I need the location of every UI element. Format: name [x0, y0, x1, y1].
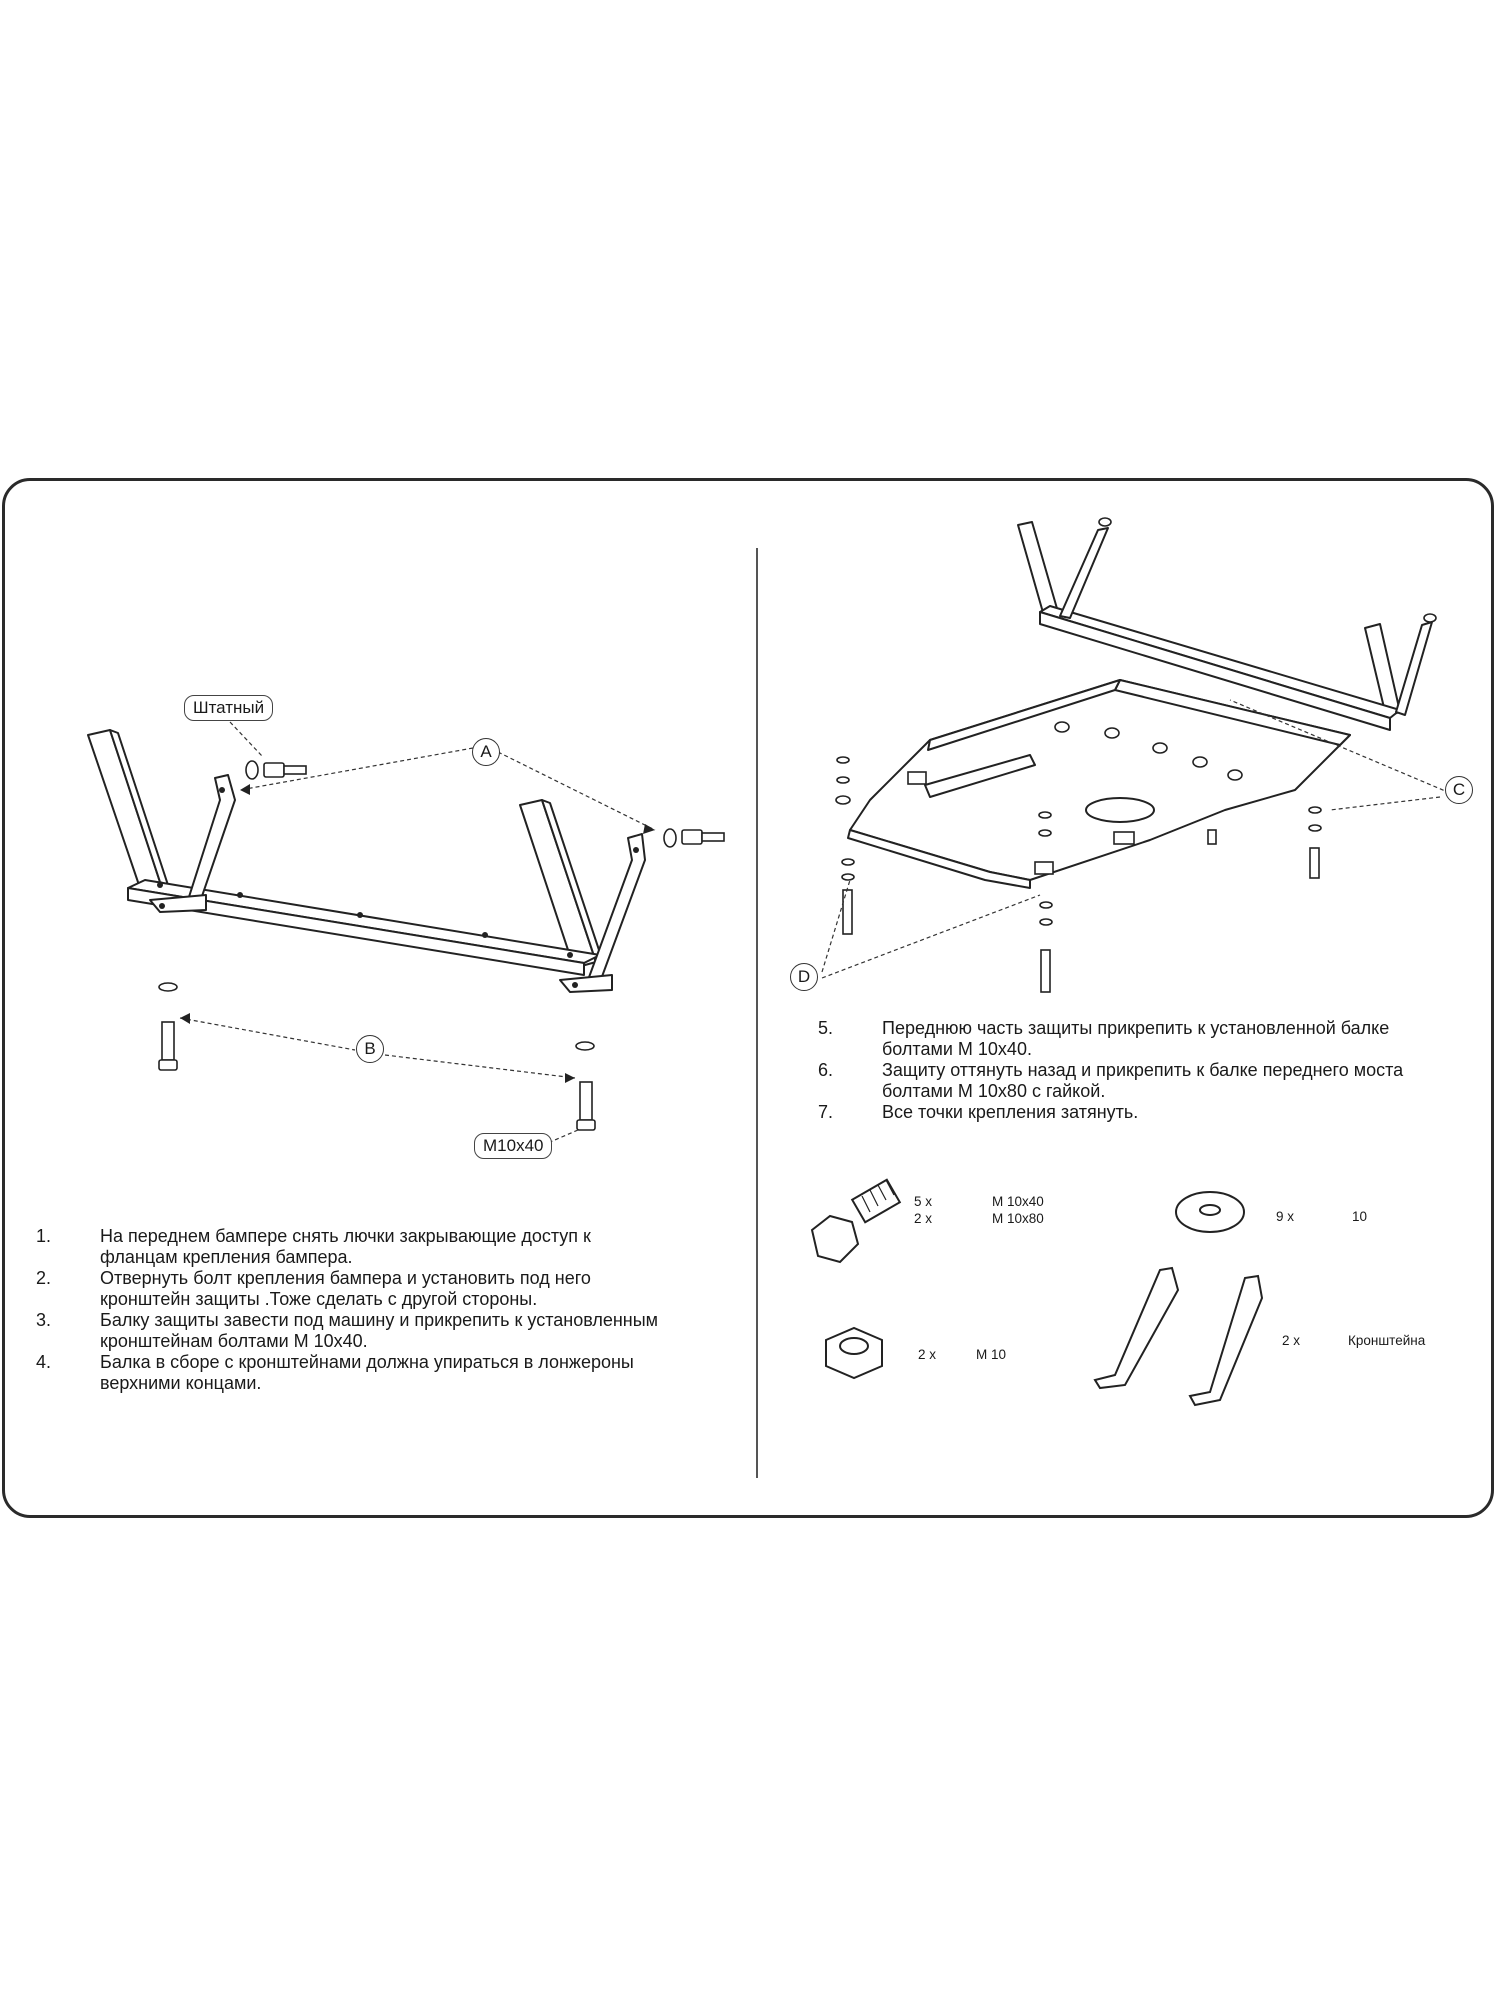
label-a: A [472, 738, 500, 766]
bracket-icon [1093, 1266, 1180, 1390]
step-2: 2.Отвернуть болт крепления бампера и уст… [36, 1268, 591, 1309]
column-divider [756, 548, 758, 1478]
parts-illustrations [810, 1178, 1264, 1407]
instruction-sheet [2, 478, 1494, 1518]
label-c: C [1445, 776, 1473, 804]
beam-assembly-illustration [87, 721, 725, 1156]
standard-bolt-callout: Штатный [184, 695, 274, 721]
skid-plate-illustration [821, 517, 1451, 993]
label-b: B [356, 1035, 384, 1063]
step-1: 1.На переднем бампере снять лючки закрыв… [36, 1226, 591, 1267]
step-7: 7.Все точки крепления затянуть. [818, 1102, 1139, 1122]
step-4: 4.Балка в сборе с кронштейнами должна уп… [36, 1352, 634, 1393]
left-instructions: 1.На переднем бампере снять лючки закрыв… [36, 1226, 660, 1394]
bolt-size-callout: M10x40 [474, 1133, 553, 1159]
step-3: 3.Балку защиты завести под машину и прик… [36, 1310, 659, 1351]
label-d: D [790, 963, 818, 991]
step-6: 6.Защиту оттянуть назад и прикрепить к б… [818, 1060, 1404, 1101]
right-instructions: 5.Переднюю часть защиты прикрепить к уст… [818, 1018, 1442, 1123]
step-5: 5.Переднюю часть защиты прикрепить к уст… [818, 1018, 1390, 1059]
